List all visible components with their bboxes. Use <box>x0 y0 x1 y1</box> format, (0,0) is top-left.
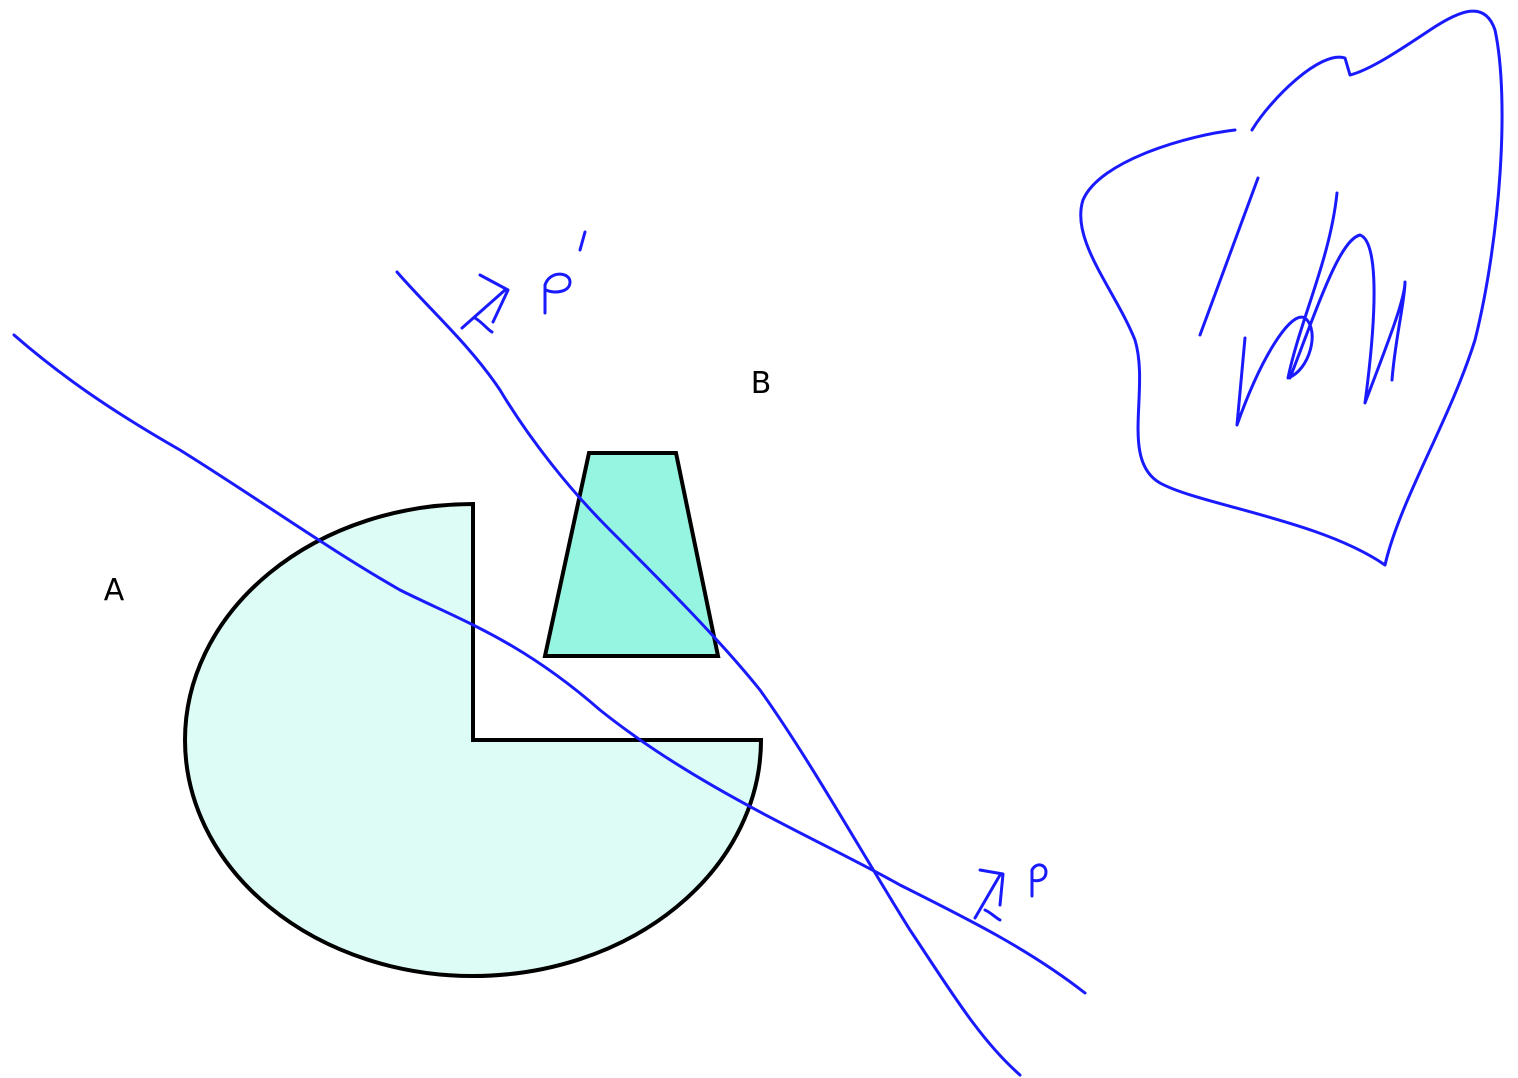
arrow-p <box>975 870 1003 920</box>
label-region-a: A <box>104 573 125 608</box>
trapezoid-shape <box>545 453 718 656</box>
arrow-p-prime <box>462 275 508 332</box>
p-letter-glyph <box>1032 865 1046 896</box>
scribble-blob-fill-strokes <box>1200 178 1405 425</box>
p-prime-letter-glyph <box>545 232 585 313</box>
scribble-blob-outline <box>1081 11 1502 565</box>
label-region-b: B <box>751 366 772 401</box>
